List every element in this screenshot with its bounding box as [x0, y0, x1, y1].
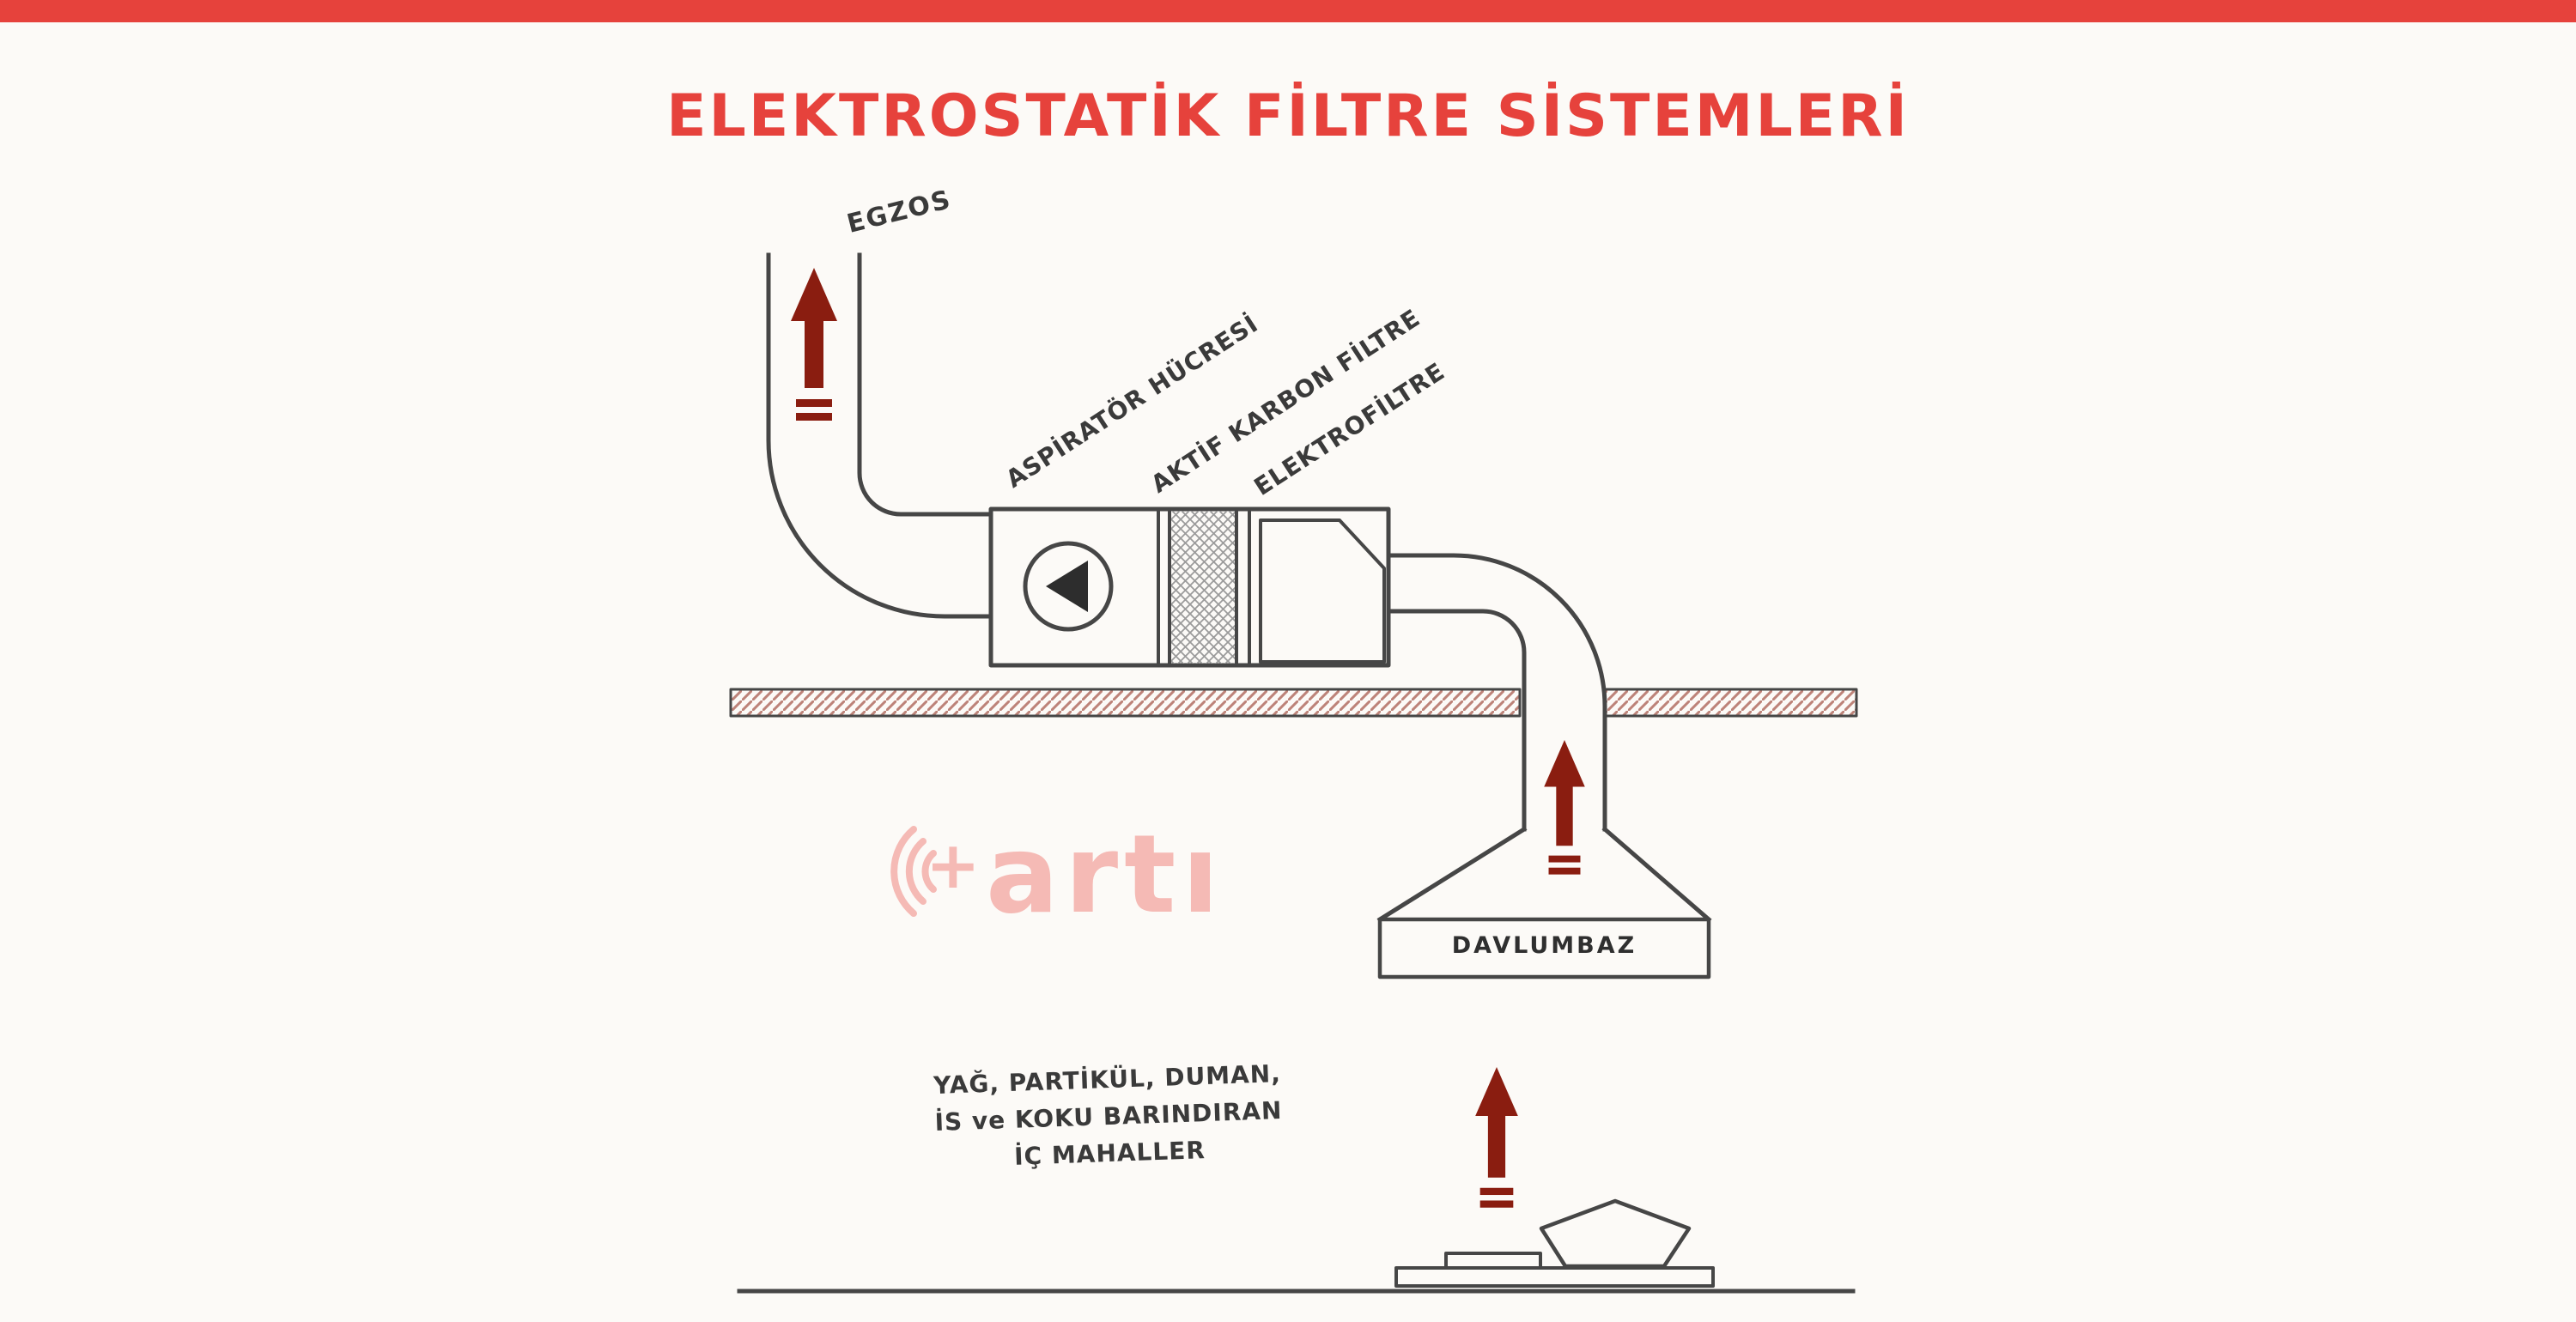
watermark-plus: + [926, 827, 981, 903]
stove-base [1394, 1266, 1715, 1288]
carbon-filter-section [1168, 507, 1238, 667]
hood-body [1377, 917, 1711, 979]
hood-duct-outer [1386, 553, 1607, 832]
page-title: ELEKTROSTATİK FİLTRE SİSTEMLERİ [666, 82, 1910, 150]
watermark-logo: + artı [859, 807, 1305, 979]
exhaust-flow-arrow [791, 268, 837, 421]
fan-blade-icon [1046, 561, 1088, 612]
exhaust-duct-inner [857, 252, 993, 517]
stove-pot [1539, 1198, 1692, 1269]
signal-arcs-icon [890, 826, 937, 917]
hood-flow-arrow [1544, 740, 1585, 875]
exhaust-duct-outer [766, 252, 993, 619]
ceiling-slab-left [729, 688, 1522, 718]
watermark-text: artı [986, 811, 1225, 937]
hood-duct-inner [1386, 609, 1527, 832]
hood-trapezoid [1376, 826, 1712, 923]
electrofilter-section [1259, 518, 1386, 664]
hood-label: DAVLUMBAZ [1451, 932, 1637, 959]
ceiling-slab-right [1603, 688, 1858, 718]
source-description: YAĞ, PARTİKÜL, DUMAN, İS ve KOKU BARINDI… [915, 1054, 1302, 1178]
source-flow-arrow [1475, 1067, 1518, 1208]
fan-circle [1023, 541, 1114, 632]
top-accent-bar [0, 0, 2576, 22]
